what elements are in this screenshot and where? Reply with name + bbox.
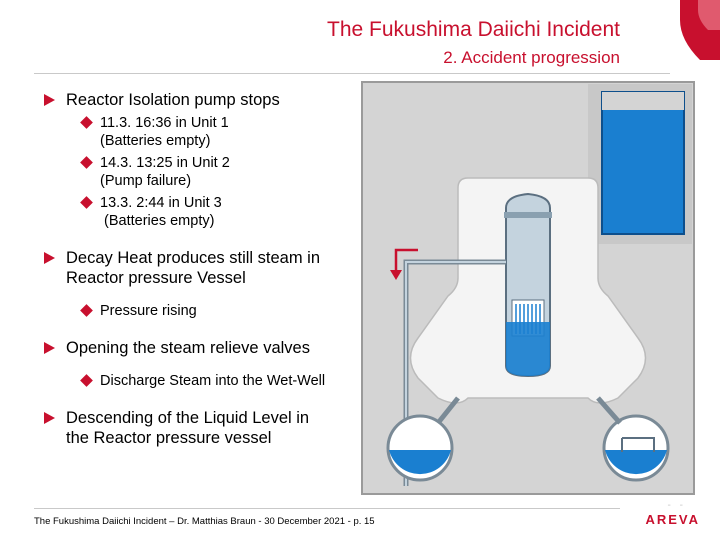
logo-mark-icon: - - xyxy=(667,500,686,511)
reactor-diagram xyxy=(361,81,695,495)
sparger xyxy=(621,437,655,452)
bullet-text: Reactor Isolation pump stops xyxy=(66,91,280,109)
sub-bullet-text: 14.3. 13:25 in Unit 2 xyxy=(100,155,230,171)
arrow-bullet-icon xyxy=(44,342,55,354)
diamond-bullet-icon xyxy=(80,374,93,387)
diamond-bullet-icon xyxy=(80,156,93,169)
diamond-bullet-icon xyxy=(80,116,93,129)
spent-fuel-pool xyxy=(601,91,685,235)
sub-bullet-text: Pressure rising xyxy=(100,303,197,319)
diamond-bullet-icon xyxy=(80,304,93,317)
sub-bullet-item: Pressure rising xyxy=(44,302,364,320)
wetwell-left-water xyxy=(389,450,451,475)
bullet-text: Decay Heat produces still steam in xyxy=(66,249,321,267)
sub-bullet-text: (Batteries empty) xyxy=(100,133,211,149)
vessel-water xyxy=(506,322,550,376)
diamond-bullet-icon xyxy=(80,196,93,209)
footer-divider xyxy=(34,508,620,509)
bullet-text: Reactor pressure Vessel xyxy=(66,269,246,287)
vessel-flange xyxy=(504,212,552,218)
sub-bullet-text: 11.3. 16:36 in Unit 1 xyxy=(100,115,229,131)
bullet-item: Opening the steam relieve valves xyxy=(44,338,364,358)
bullet-text: Opening the steam relieve valves xyxy=(66,339,310,357)
wetwell-right-water xyxy=(605,450,667,475)
bullet-text: Descending of the Liquid Level in xyxy=(66,409,310,427)
sub-bullet-item: 11.3. 16:36 in Unit 1 (Batteries empty) xyxy=(44,114,364,150)
bullet-text: the Reactor pressure vessel xyxy=(66,429,272,447)
arrow-head-icon xyxy=(390,270,402,280)
page-title: The Fukushima Daiichi Incident xyxy=(327,18,620,41)
arrow-bullet-icon xyxy=(44,412,55,424)
sub-bullet-item: Discharge Steam into the Wet-Well xyxy=(44,372,364,390)
bullet-item: Decay Heat produces still steam in React… xyxy=(44,248,364,288)
corner-logo-icon xyxy=(680,0,720,60)
sub-bullet-text: (Batteries empty) xyxy=(100,213,215,229)
flow-arrow-icon xyxy=(394,248,418,274)
bullet-item: Reactor Isolation pump stops xyxy=(44,90,364,110)
arrow-bullet-icon xyxy=(44,252,55,264)
title-divider xyxy=(34,73,670,74)
footer-text: The Fukushima Daiichi Incident – Dr. Mat… xyxy=(34,516,375,527)
vent-pipe-left xyxy=(436,396,460,425)
bullet-list: Reactor Isolation pump stops 11.3. 16:36… xyxy=(44,90,364,448)
sub-bullet-item: 14.3. 13:25 in Unit 2 (Pump failure) xyxy=(44,154,364,190)
sub-bullet-item: 13.3. 2:44 in Unit 3 (Batteries empty) xyxy=(44,194,364,230)
page-subtitle: 2. Accident progression xyxy=(443,48,620,67)
bullet-item: Descending of the Liquid Level in the Re… xyxy=(44,408,364,448)
vent-pipe-right xyxy=(596,396,622,425)
arrow-bullet-icon xyxy=(44,94,55,106)
sub-bullet-text: Discharge Steam into the Wet-Well xyxy=(100,373,326,389)
pool-top xyxy=(602,92,684,110)
steam-pipe-inner xyxy=(405,261,506,486)
sub-bullet-text: (Pump failure) xyxy=(100,173,192,189)
sub-bullet-text: 13.3. 2:44 in Unit 3 xyxy=(100,195,222,211)
areva-logo: AREVA xyxy=(645,512,700,527)
